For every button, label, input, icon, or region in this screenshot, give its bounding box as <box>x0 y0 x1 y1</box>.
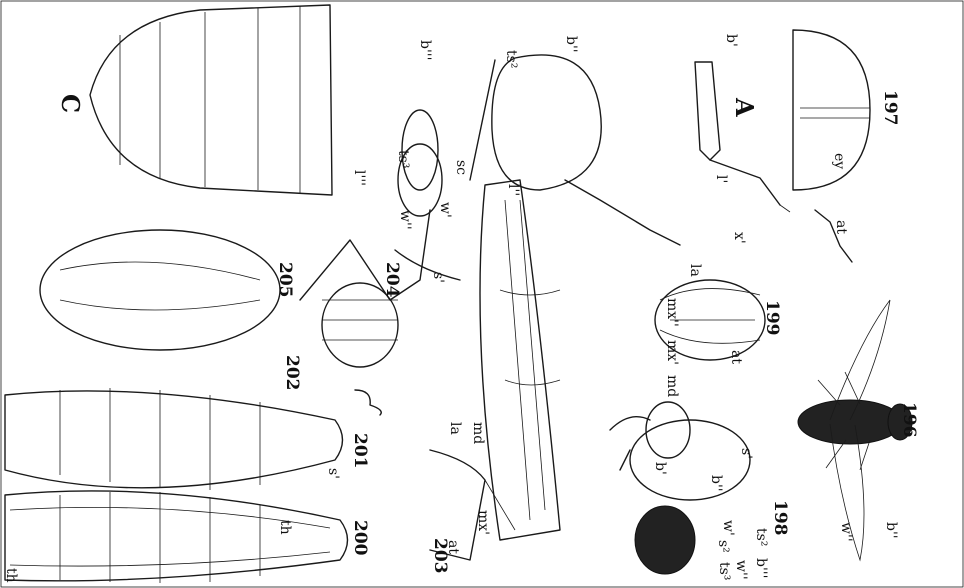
figure-number-198: 198 <box>771 500 788 536</box>
label-ts2-B: ts² <box>504 50 518 68</box>
label-ts3-thorax: ts³ <box>396 150 410 168</box>
label-ts2-198: ts² <box>754 528 768 546</box>
figure-number-205: 205 <box>276 262 293 298</box>
figure-number-200: 200 <box>351 520 368 556</box>
label-w1-198: w' <box>721 520 735 536</box>
label-mx1-199: mx' <box>665 340 679 365</box>
figure-thorax-segments <box>300 110 442 300</box>
figure-letter-A: A <box>732 98 756 117</box>
label-b2-198: b'' <box>709 475 723 492</box>
label-w2-thorax: w'' <box>398 210 412 230</box>
label-la-199: la <box>688 264 702 277</box>
label-b1-198: b' <box>653 462 667 475</box>
label-b3-198: b''' <box>754 558 768 579</box>
label-la-203: la <box>448 422 462 435</box>
label-s1-198: s' <box>739 448 753 459</box>
figure-number-199: 199 <box>763 300 780 336</box>
label-sc: sc <box>454 160 468 175</box>
figure-200-larva-tracheae <box>5 491 348 583</box>
figure-number-201: 201 <box>351 433 368 469</box>
label-th-200-left: th <box>4 568 18 583</box>
label-md-203: md <box>471 422 485 444</box>
label-b2-B: b'' <box>564 36 578 53</box>
label-s1-201: s' <box>326 468 340 479</box>
label-md-199: md <box>665 375 679 397</box>
label-l2-B: l'' <box>506 184 520 196</box>
label-b2-196: b'' <box>884 522 898 539</box>
label-s1-204: s' <box>431 272 445 283</box>
label-ey: ey <box>832 153 846 169</box>
label-at-203: at <box>446 540 460 554</box>
figure-B-thorax-wing <box>470 55 680 540</box>
figure-202-hook <box>355 390 381 415</box>
figure-205-pupa <box>40 230 280 350</box>
figure-C-abdomen <box>90 5 332 195</box>
label-w2-198: w'' <box>734 560 748 580</box>
figure-number-197: 197 <box>881 90 898 126</box>
label-th-200-right: th <box>278 520 292 535</box>
figure-antenna-at <box>815 210 852 262</box>
label-l1-A: l' <box>714 175 728 183</box>
label-ts3-198: ts³ <box>717 562 731 580</box>
figure-number-204: 204 <box>383 262 400 298</box>
figure-201-larva <box>5 388 343 490</box>
figure-number-196: 196 <box>900 402 917 438</box>
label-b3-thorax: b''' <box>418 40 432 61</box>
label-l3: l''' <box>352 170 366 186</box>
figure-letter-C: C <box>58 94 82 113</box>
figure-number-202: 202 <box>283 355 300 391</box>
label-mx2: mx'' <box>665 298 679 327</box>
label-b1-A: b' <box>724 34 738 47</box>
label-mx1-203: mx' <box>476 510 490 535</box>
label-s2-198: s² <box>716 540 730 553</box>
label-w2-196: w'' <box>839 522 853 542</box>
label-at-197: at <box>834 220 848 234</box>
figure-196-fly <box>798 300 912 560</box>
label-at-199: at <box>729 350 743 364</box>
label-x1: x' <box>732 232 746 244</box>
label-w1-B: w' <box>438 202 452 218</box>
figure-A-leg <box>695 62 790 212</box>
